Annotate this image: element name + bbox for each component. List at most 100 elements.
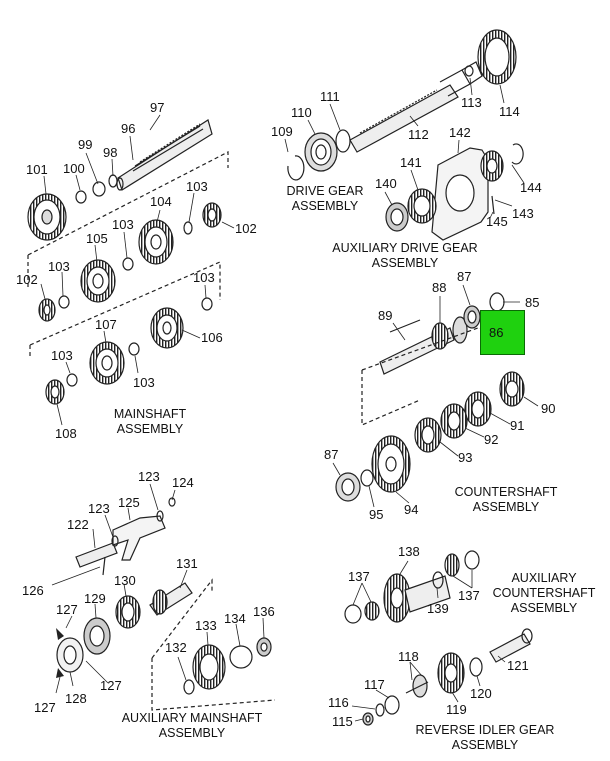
callout-119: 119 (446, 702, 467, 717)
callout-85: 85 (525, 295, 540, 310)
callout-103: 103 (193, 270, 215, 285)
gear-138 (383, 573, 451, 623)
callout-113: 113 (461, 95, 482, 110)
callout-103: 103 (133, 375, 155, 390)
callout-141: 141 (400, 155, 422, 170)
gear-105 (80, 259, 116, 303)
bolt-145 (491, 195, 495, 215)
callout-111: 111 (320, 89, 340, 104)
callout-105: 105 (86, 231, 108, 246)
mainshaft-dash-box-2 (29, 261, 221, 356)
callout-104: 104 (150, 194, 172, 209)
ring-103-mid (122, 257, 134, 271)
callout-124: 124 (172, 475, 194, 490)
gear-101 (27, 193, 67, 241)
ring-123-a (111, 535, 119, 547)
callout-120: 120 (470, 686, 492, 701)
bearing-113 (464, 65, 474, 77)
callout-122: 122 (67, 517, 89, 532)
callout-95: 95 (369, 507, 384, 522)
callout-109: 109 (271, 124, 293, 139)
nut-115 (362, 712, 374, 726)
callout-87: 87 (457, 269, 472, 284)
callout-116: 116 (328, 695, 349, 710)
ring-103-left (58, 295, 70, 309)
ring-111 (335, 129, 351, 153)
callout-127: 127 (100, 678, 122, 693)
callout-103: 103 (186, 179, 208, 194)
snap-ring-144 (511, 143, 524, 165)
clip-127-arrow-top (56, 628, 64, 640)
gear-88 (431, 322, 449, 350)
highlighted-part-86[interactable]: 86 (480, 310, 525, 355)
callout-129: 129 (84, 591, 106, 606)
callout-137: 137 (348, 569, 370, 584)
shaft-121 (489, 628, 533, 663)
callout-121: 121 (507, 658, 529, 673)
callout-144: 144 (520, 180, 542, 195)
bearing-87-bottom (335, 472, 361, 502)
gear-108 (45, 379, 65, 405)
gear-106 (150, 307, 184, 349)
callout-106: 106 (201, 330, 223, 345)
callout-110: 110 (291, 105, 312, 120)
plate-142 (431, 147, 489, 241)
callout-101: 101 (26, 162, 48, 177)
shift-rod-122 (75, 542, 118, 568)
callout-92: 92 (484, 432, 499, 447)
bearing-136 (256, 637, 272, 657)
mainshaft-dash-box-1 (27, 151, 229, 290)
bearing-87-top (463, 305, 481, 329)
callout-136: 136 (253, 604, 275, 619)
callout-143: 143 (512, 206, 534, 221)
callout-96: 96 (121, 121, 136, 136)
gear-102-left (38, 298, 56, 322)
gear-93 (414, 417, 442, 453)
washer-100 (75, 190, 87, 204)
gear-90 (499, 371, 525, 407)
callout-137: 137 (458, 588, 480, 603)
callout-133: 133 (195, 618, 217, 633)
gear-107 (89, 341, 125, 385)
ring-85 (489, 292, 505, 312)
countershaft-89 (379, 316, 468, 375)
aux-mainshaft-dash-box (151, 578, 276, 711)
countershaft-dash-box (361, 319, 501, 426)
ring-103-bottom (66, 373, 78, 387)
bearing-110 (304, 132, 338, 172)
callout-140: 140 (375, 176, 397, 191)
callout-130: 130 (114, 573, 136, 588)
ring-103-top (183, 221, 193, 235)
ring-123-b (156, 510, 164, 522)
hub-128 (56, 637, 84, 673)
sleeve-129 (83, 617, 111, 655)
gear-119 (437, 652, 465, 694)
callout-123: 123 (88, 501, 110, 516)
shaft-131 (149, 582, 193, 616)
callout-90: 90 (541, 401, 556, 416)
gear-141 (407, 188, 437, 224)
gear-133 (192, 644, 226, 690)
callout-99: 99 (78, 137, 93, 152)
synchro-130 (115, 595, 141, 629)
callout-88: 88 (432, 280, 447, 295)
gear-102-top (202, 202, 222, 228)
gear-94 (371, 435, 411, 493)
callout-103: 103 (51, 348, 73, 363)
ring-98 (108, 174, 118, 188)
callout-128: 128 (65, 691, 87, 706)
callout-132: 132 (165, 640, 187, 655)
callout-97: 97 (150, 100, 165, 115)
washer-132 (183, 679, 195, 695)
callout-87: 87 (324, 447, 339, 462)
washer-117 (384, 695, 400, 715)
callout-139: 139 (427, 601, 449, 616)
washer-134 (229, 645, 253, 669)
ring-95 (360, 469, 374, 487)
